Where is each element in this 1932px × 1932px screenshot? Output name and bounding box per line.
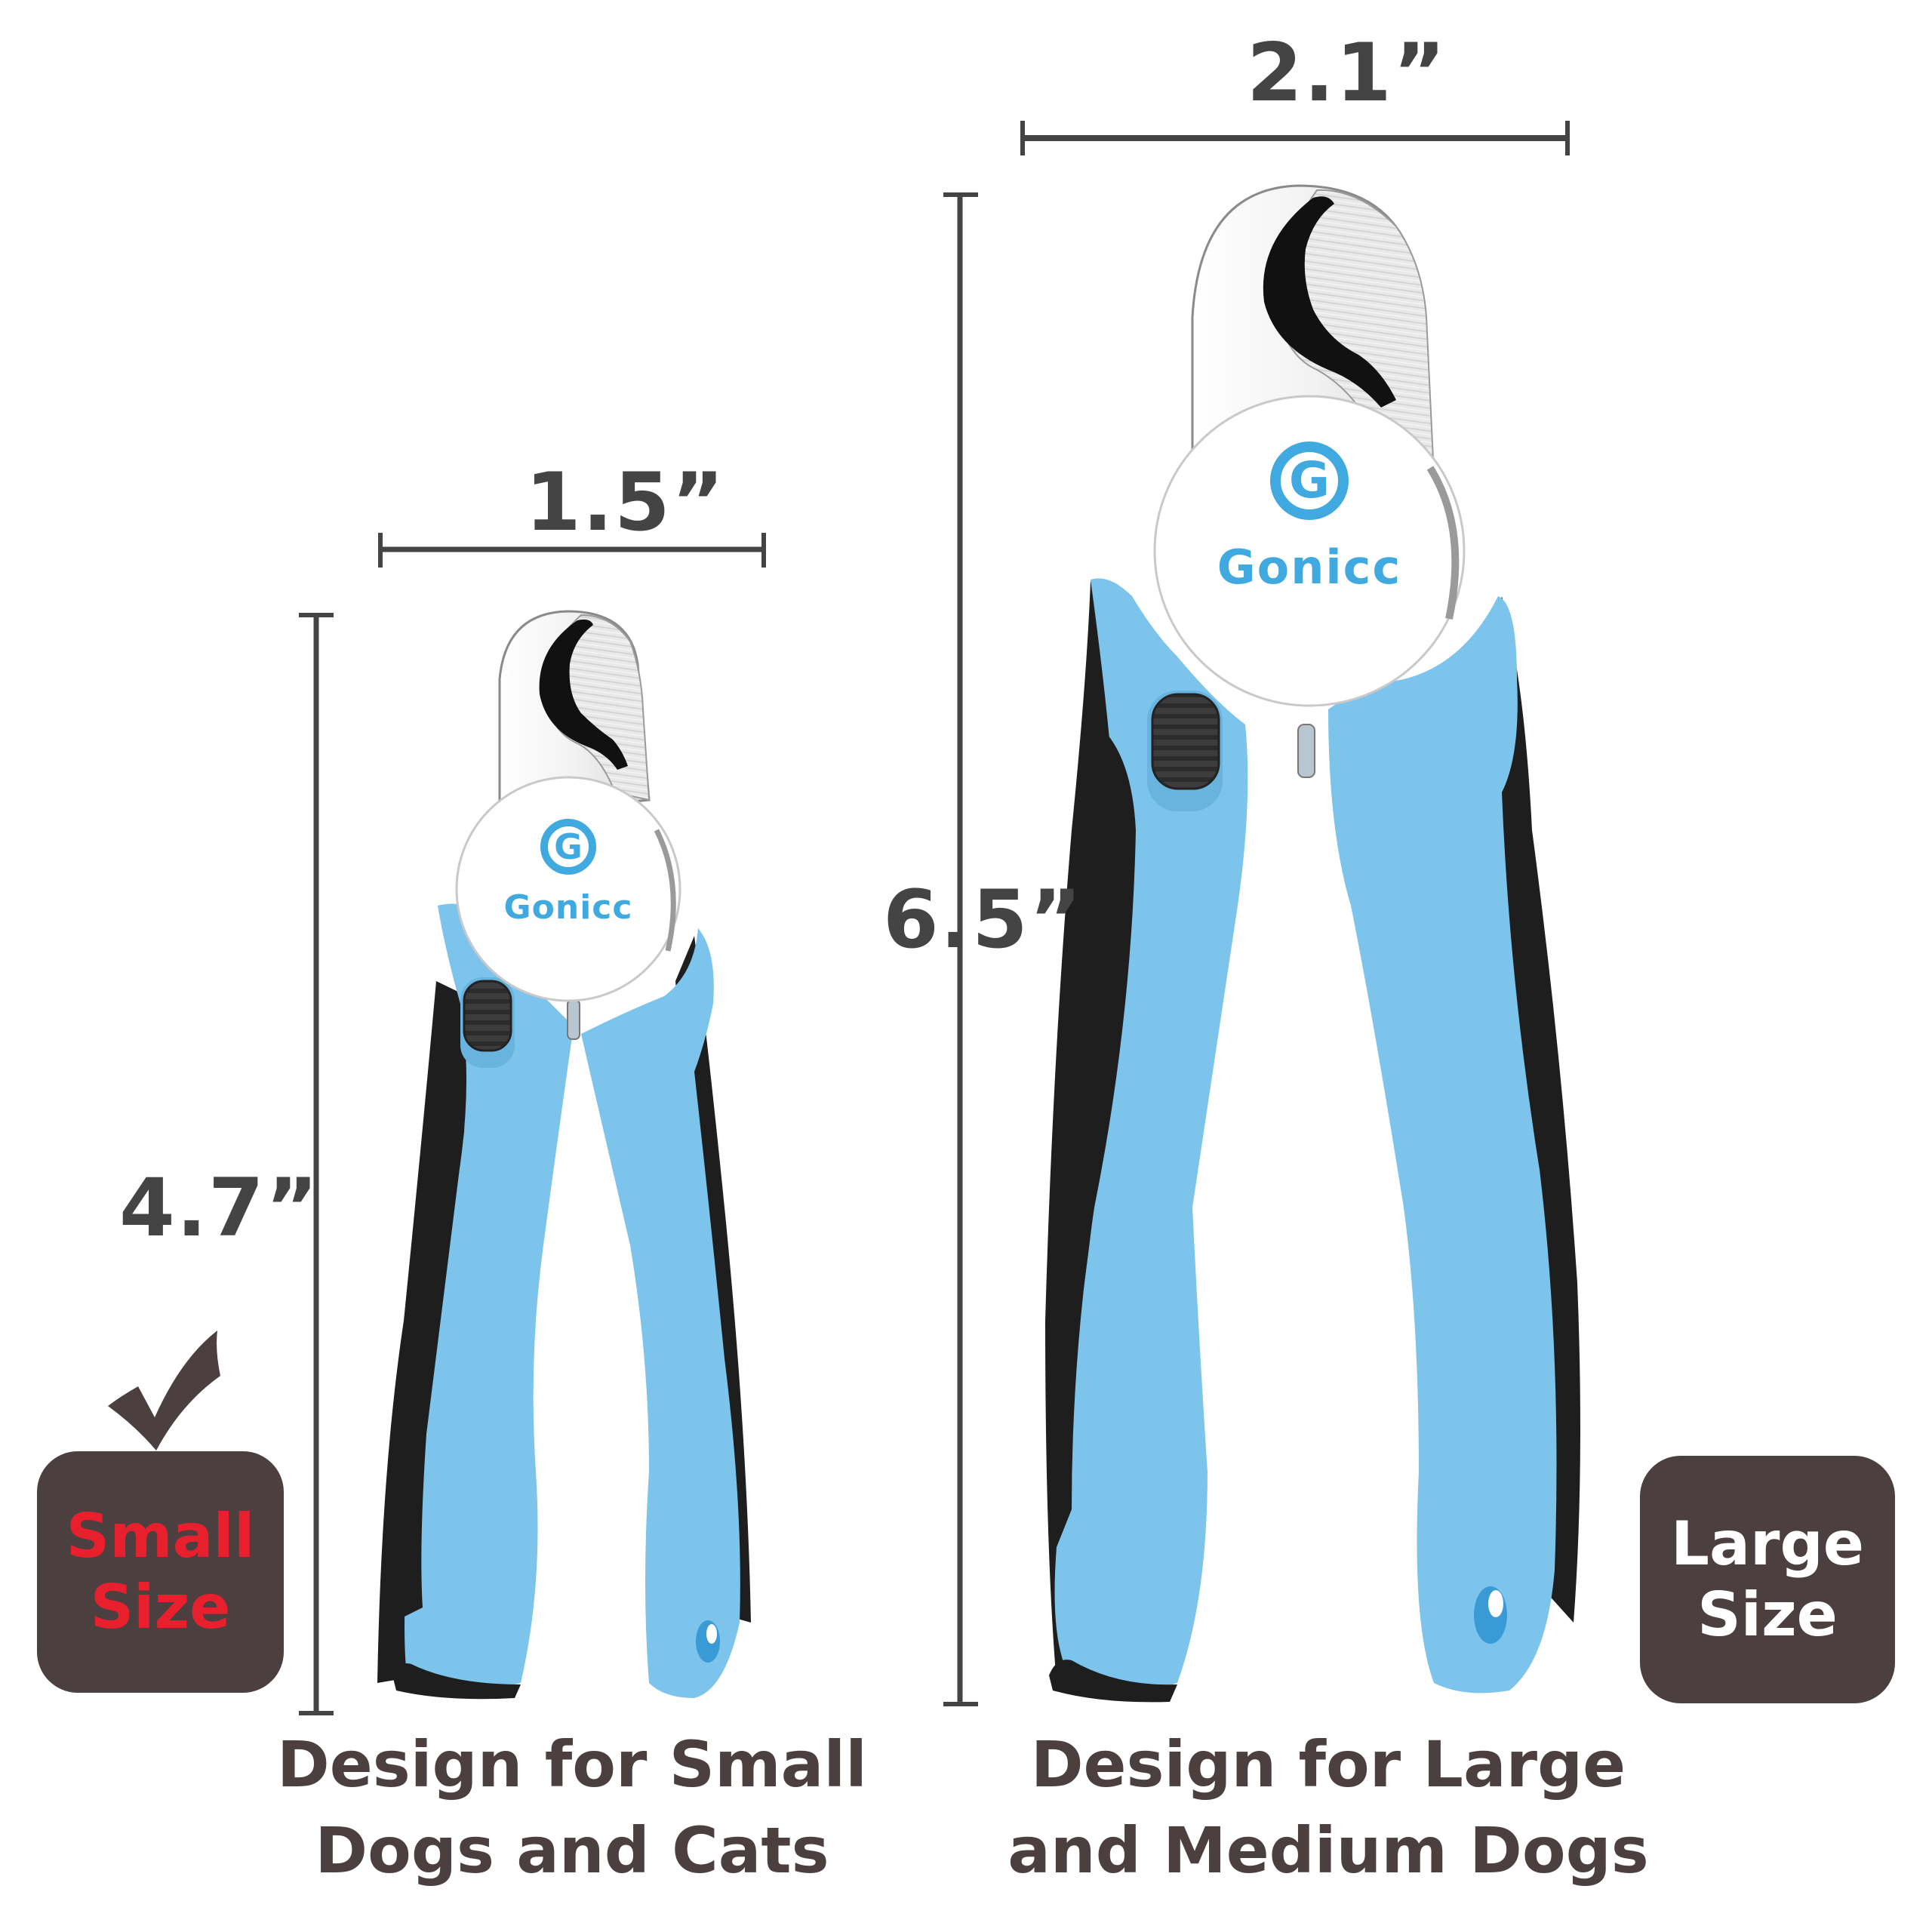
brand-name: Gonicc (1217, 540, 1402, 595)
small-clipper-image (377, 610, 751, 1700)
small-brand-logo: G Gonicc (485, 819, 651, 927)
small-height-label: 4.7” (119, 1161, 320, 1254)
large-size-badge-line2: Size (1697, 1580, 1838, 1650)
brand-name: Gonicc (503, 888, 633, 927)
large-clipper-caption: Design for Large and Medium Dogs (989, 1733, 1668, 1882)
small-size-badge-line1: Small (66, 1500, 255, 1571)
large-caption-line1: Design for Large (1030, 1727, 1626, 1801)
checkmark-icon (108, 1331, 220, 1451)
logo-g-icon: G (1270, 441, 1349, 520)
large-clipper-image (1045, 184, 1580, 1703)
large-size-badge-line1: Large (1671, 1508, 1864, 1579)
small-size-badge-line2: Size (90, 1572, 231, 1642)
small-caption-line2: Dogs and Cats (315, 1814, 829, 1887)
large-width-label: 2.1” (1247, 26, 1447, 119)
small-clipper-caption: Design for Small Dogs and Cats (270, 1733, 874, 1882)
logo-g-icon: G (540, 819, 596, 875)
dimension-lines (299, 121, 1570, 1715)
large-caption-line2: and Medium Dogs (1008, 1814, 1649, 1887)
small-caption-line1: Design for Small (277, 1727, 867, 1801)
small-width-label: 1.5” (525, 456, 726, 549)
large-height-label: 6.5” (883, 873, 1084, 966)
large-brand-logo: G Gonicc (1196, 441, 1423, 595)
large-size-badge: Large Size (1640, 1456, 1895, 1703)
small-size-badge: Small Size (37, 1451, 284, 1693)
